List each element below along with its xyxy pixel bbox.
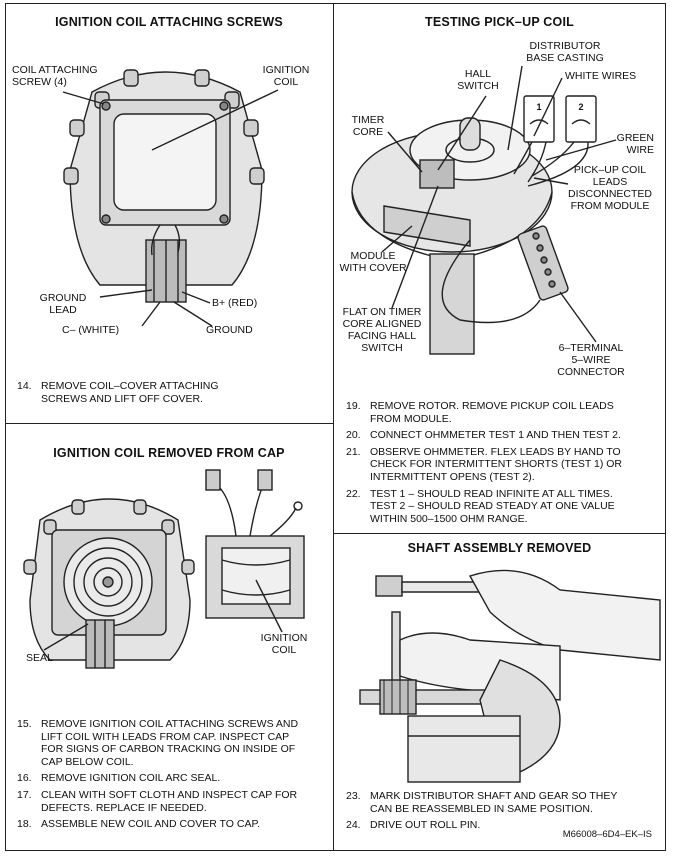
label-coil-attaching-screw: COIL ATTACHING SCREW (4)	[12, 64, 98, 88]
step: 20.CONNECT OHMMETER TEST 1 AND THEN TEST…	[346, 429, 621, 442]
step: 19.REMOVE ROTOR. REMOVE PICKUP COIL LEAD…	[346, 400, 614, 425]
panel-title-shaft: SHAFT ASSEMBLY REMOVED	[407, 541, 592, 555]
step: 21.OBSERVE OHMMETER. FLEX LEADS BY HAND …	[346, 445, 623, 483]
label-ground-lead: GROUND LEAD	[39, 292, 87, 316]
steps-coil-removed: 15.REMOVE IGNITION COIL ATTACHING SCREWS…	[17, 718, 327, 835]
panel-title-coil-screws: IGNITION COIL ATTACHING SCREWS	[55, 15, 283, 29]
label-flat-timer-core: FLAT ON TIMER CORE ALIGNED FACING HALL S…	[342, 306, 422, 354]
label-meter-2: 2	[578, 102, 584, 112]
label-ignition-coil: IGNITION COIL	[262, 64, 310, 88]
step: 14.REMOVE COIL–COVER ATTACHING SCREWS AN…	[17, 380, 219, 405]
figure-code: M66008–6D4–EK–IS	[562, 829, 652, 840]
label-ignition-coil-removed: IGNITION COIL	[260, 632, 308, 656]
label-connector: 6–TERMINAL 5–WIRE CONNECTOR	[557, 342, 625, 378]
label-seal: SEAL	[26, 652, 53, 664]
page-frame	[5, 3, 666, 851]
label-timer-core: TIMER CORE	[351, 114, 385, 138]
divider-right	[333, 533, 666, 534]
divider-vertical	[333, 3, 334, 851]
label-green-wire: GREEN WIRE	[616, 132, 654, 156]
step: 18.ASSEMBLE NEW COIL AND COVER TO CAP.	[17, 818, 261, 831]
steps-coil-screws: 14.REMOVE COIL–COVER ATTACHING SCREWS AN…	[17, 380, 322, 409]
step: 15.REMOVE IGNITION COIL ATTACHING SCREWS…	[17, 718, 299, 768]
label-white-wires: WHITE WIRES	[565, 70, 637, 82]
steps-shaft: 23.MARK DISTRIBUTOR SHAFT AND GEAR SO TH…	[346, 790, 660, 836]
label-c-minus-white: C– (WHITE)	[62, 324, 120, 336]
divider-left	[5, 423, 333, 424]
panel-title-coil-removed: IGNITION COIL REMOVED FROM CAP	[53, 446, 285, 460]
step: 22.TEST 1 – SHOULD READ INFINITE AT ALL …	[346, 487, 615, 525]
label-distributor-base-casting: DISTRIBUTOR BASE CASTING	[526, 40, 604, 64]
label-ground: GROUND	[206, 324, 253, 336]
step: 17.CLEAN WITH SOFT CLOTH AND INSPECT CAP…	[17, 788, 298, 814]
label-pickup-coil-leads: PICK–UP COIL LEADS DISCONNECTED FROM MOD…	[567, 164, 652, 212]
step: 24.DRIVE OUT ROLL PIN.	[346, 819, 481, 832]
label-module-with-cover: MODULE WITH COVER	[339, 250, 407, 274]
steps-pickup: 19.REMOVE ROTOR. REMOVE PICKUP COIL LEAD…	[346, 400, 660, 529]
label-b-plus-red: B+ (RED)	[212, 297, 258, 309]
panel-title-pickup: TESTING PICK–UP COIL	[425, 15, 574, 29]
step: 23.MARK DISTRIBUTOR SHAFT AND GEAR SO TH…	[346, 790, 618, 815]
step: 16.REMOVE IGNITION COIL ARC SEAL.	[17, 772, 221, 785]
label-hall-switch: HALL SWITCH	[457, 68, 499, 92]
label-meter-1: 1	[536, 102, 542, 112]
